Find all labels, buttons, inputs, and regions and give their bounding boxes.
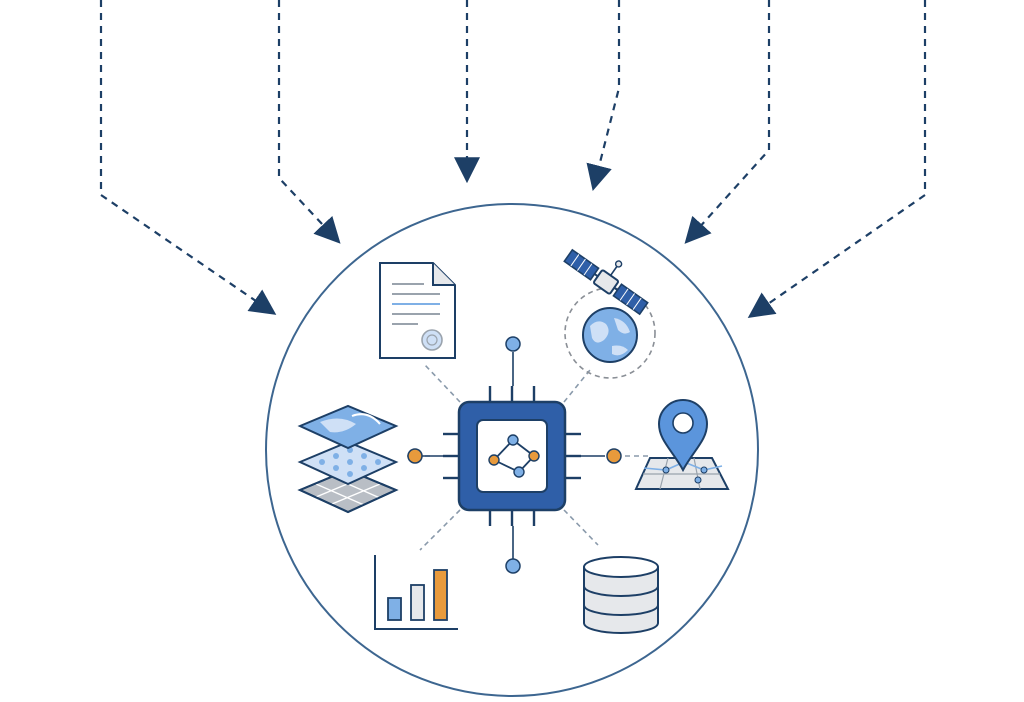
map-pin-icon <box>634 399 730 490</box>
satellite-earth-icon <box>563 248 656 379</box>
spoke-chart <box>419 509 461 551</box>
incoming-arrow-5 <box>684 0 771 244</box>
connector-dot-left <box>407 448 423 464</box>
document-certificate-icon <box>379 262 456 359</box>
incoming-arrow-6 <box>747 0 927 318</box>
bar-chart-icon <box>374 555 458 630</box>
database-icon <box>583 556 659 634</box>
connector-dot-top <box>505 336 521 352</box>
map-layers-icon <box>297 404 399 514</box>
incoming-arrows <box>99 0 927 318</box>
spoke-database <box>563 509 599 546</box>
chip-pins <box>422 352 605 560</box>
incoming-arrow-4 <box>586 0 621 192</box>
incoming-arrow-2 <box>277 0 341 244</box>
spoke-satellite <box>563 369 591 403</box>
incoming-arrow-1 <box>99 0 277 315</box>
connector-dot-right <box>606 448 622 464</box>
connector-dot-bottom <box>505 558 521 574</box>
processor-chip-network-icon <box>457 400 567 512</box>
